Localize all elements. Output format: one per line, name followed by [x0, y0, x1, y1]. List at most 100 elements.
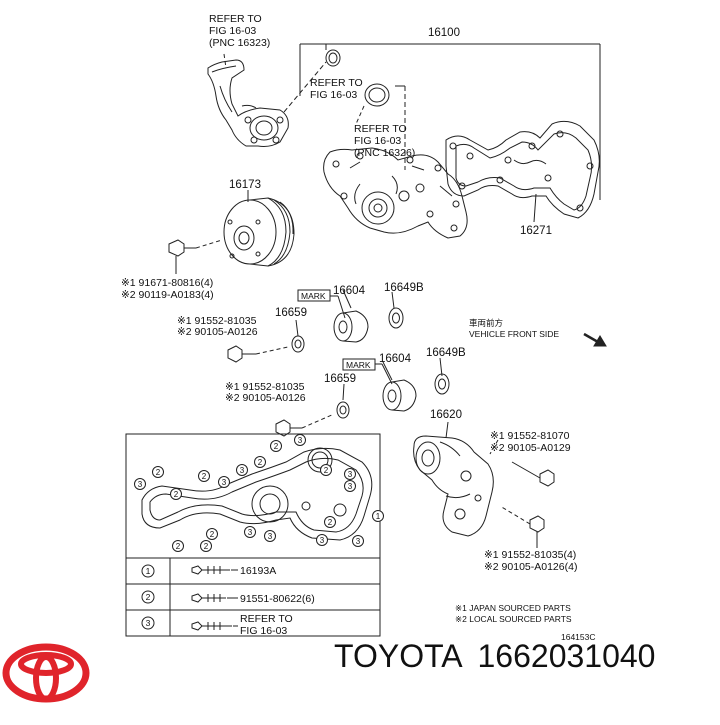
bolt-b3-line2: ※2 90105-A0126 [225, 392, 306, 404]
callout-refer-a-2: FIG 16-03 [209, 25, 256, 37]
direction-jp: 車両前方 [469, 318, 503, 328]
o-ring-upper [325, 49, 341, 67]
gasket-marker-label: 3 [240, 466, 245, 475]
gasket-marker-circle [206, 528, 218, 540]
callout-refer-a-3: (PNC 16323) [209, 37, 270, 49]
dust-cover-16649B-lower [434, 373, 450, 395]
gasket-marker-label: 3 [248, 528, 253, 537]
gasket-marker-circle [264, 530, 276, 542]
part-label-16649b-upper: 16649B [384, 282, 424, 294]
part-label-16659-lower: 16659 [324, 373, 356, 385]
gasket-marker-label: 3 [356, 537, 361, 546]
part-label-16100: 16100 [428, 27, 460, 39]
gasket-marker-label: 3 [222, 478, 227, 487]
gasket-marker-circle [324, 516, 336, 528]
gasket-marker-circle [254, 456, 266, 468]
gasket-marker-circle [236, 464, 248, 476]
o-ring-lower [364, 83, 390, 107]
legend-text-3b: FIG 16-03 [240, 625, 287, 637]
gasket-marker-circle [198, 470, 210, 482]
bolt-b4-line2: ※2 90105-A0129 [490, 442, 571, 454]
gasket-marker-circle [170, 488, 182, 500]
bolt-b2-line2: ※2 90105-A0126 [177, 326, 258, 338]
collar-16659-lower [336, 401, 350, 419]
bolt-b1-line1: ※1 91671-80816(4) [121, 277, 213, 289]
water-outlet-drawing [207, 59, 289, 147]
gasket-marker-label: 2 [174, 490, 179, 499]
callout-refer-b-1: REFER TO [310, 77, 363, 89]
pulley-16173-drawing [223, 197, 295, 267]
note-japan: ※1 JAPAN SOURCED PARTS [455, 603, 571, 613]
bolt-b1-line2: ※2 90119-A0183(4) [121, 289, 214, 301]
note-local: ※2 LOCAL SOURCED PARTS [455, 614, 572, 624]
brand-caption: TOYOTA 1662031040 [334, 638, 661, 675]
callout-refer-a-1: REFER TO [209, 13, 262, 25]
collar-16659-upper [291, 335, 305, 353]
gasket-marker-circle [344, 468, 356, 480]
tensioner-bolt-lower [529, 515, 545, 548]
gasket-marker-circle [200, 540, 212, 552]
gasket-marker-label: 2 [328, 518, 333, 527]
part-label-16649b-lower: 16649B [426, 347, 466, 359]
gasket-marker-label: 2 [176, 542, 181, 551]
idler-bolt-lower [275, 419, 302, 437]
gasket-marker-label: 3 [348, 470, 353, 479]
legend-bolts [191, 565, 232, 631]
toyota-logo [2, 643, 90, 703]
gasket-16271-drawing [445, 120, 600, 219]
gasket-marker-label: 3 [268, 532, 273, 541]
dust-cover-16649B-upper [388, 307, 404, 329]
callout-refer-c-3: (PNC 16326) [354, 147, 415, 159]
bolt-b4-line1: ※1 91552-81070 [490, 430, 570, 442]
gasket-marker-circle [218, 476, 230, 488]
bolt-b5-line1: ※1 91552-81035(4) [484, 549, 576, 561]
legend-num-3: 3 [146, 618, 151, 628]
mark-label-1: MARK [301, 291, 326, 301]
idler-pulley-16604-lower [382, 379, 417, 412]
gasket-marker-circle [152, 466, 164, 478]
part-label-16173: 16173 [229, 179, 261, 191]
gasket-marker-circle [134, 478, 146, 490]
callout-refer-b-2: FIG 16-03 [310, 89, 357, 101]
brand-name: TOYOTA [334, 638, 463, 674]
bolt-b2-line1: ※1 91552-81035 [177, 315, 257, 327]
bolt-b3-line1: ※1 91552-81035 [225, 381, 305, 393]
idler-pulley-16604-upper [333, 310, 369, 343]
gasket-marker-circle [270, 440, 282, 452]
gasket-marker-circle [372, 510, 384, 522]
direction-en: VEHICLE FRONT SIDE [469, 329, 559, 339]
inset-gasket-drawing [141, 447, 373, 541]
water-pump-drawing [323, 147, 468, 239]
gasket-marker-circle [172, 540, 184, 552]
part-label-16271: 16271 [520, 225, 552, 237]
gasket-marker-circle [244, 526, 256, 538]
gasket-inset-box [125, 433, 381, 637]
callout-refer-c-1: REFER TO [354, 123, 407, 135]
gasket-marker-label: 3 [138, 480, 143, 489]
part-label-16620: 16620 [430, 409, 462, 421]
part-number: 1662031040 [477, 638, 656, 674]
gasket-marker-circle [294, 434, 306, 446]
idler-bolt-upper [227, 345, 256, 363]
gasket-marker-label: 1 [376, 512, 381, 521]
gasket-marker-label: 2 [204, 542, 209, 551]
part-label-16659-upper: 16659 [275, 307, 307, 319]
gasket-marker-circle [316, 534, 328, 546]
mark-label-2: MARK [346, 360, 371, 370]
legend-text-2: 91551-80622(6) [240, 593, 315, 605]
gasket-marker-label: 3 [298, 436, 303, 445]
gasket-marker-label: 2 [210, 530, 215, 539]
legend-text-1: 16193A [240, 565, 276, 577]
part-label-16604-lower: 16604 [379, 353, 412, 365]
pulley-bolt [168, 239, 196, 257]
vehicle-front-arrow [583, 332, 607, 347]
tensioner-bolt-upper [511, 461, 555, 487]
figure-id: 164153C [561, 632, 596, 642]
gasket-marker-label: 3 [320, 536, 325, 545]
gasket-marker-circle [320, 464, 332, 476]
gasket-marker-label: 2 [274, 442, 279, 451]
gasket-marker-label: 2 [156, 468, 161, 477]
part-label-16604-upper: 16604 [333, 285, 366, 297]
